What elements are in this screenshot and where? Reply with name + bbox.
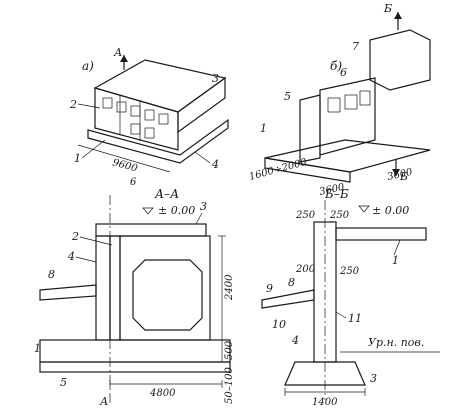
callout-bb-3: 1 (392, 254, 399, 267)
callout-bb-10: 10 (272, 318, 286, 331)
front-wall (94, 87, 179, 151)
dim-3600-a: 3600 (318, 182, 346, 198)
callout-aa-1: 1 (34, 342, 41, 355)
section-mark-b-top: Б (383, 2, 392, 15)
ground-level-label: Ур.н. пов. (368, 336, 424, 349)
foundation-edge (264, 157, 351, 183)
foundation-strip (87, 118, 229, 164)
section-aa-title: А–А (154, 187, 179, 201)
callout-bb-8: 8 (288, 276, 295, 289)
dim-4800: 4800 (149, 388, 176, 399)
insulation-8 (39, 284, 97, 301)
footing-1 (284, 361, 366, 386)
figure-a: А а) 2 3 1 4 9600 6 (69, 46, 229, 188)
wall-openings (102, 97, 169, 139)
callout-bb-9: 9 (266, 282, 273, 295)
figure-b: б) Б 7 6 5 1 1600÷2000 3600 3600 Б (248, 2, 431, 198)
slab-edge (177, 76, 226, 134)
callout-aa-5: 5 (60, 376, 67, 389)
section-b-b: Б–Б 250 250 ± 0.00 1 200 250 8 9 10 11 4… (261, 187, 440, 408)
figure-a-letter: а) (82, 59, 94, 73)
dim-1400: 1400 (312, 397, 338, 408)
base-plate-1 (39, 339, 231, 363)
section-a-a: А–А ± 0.00 А 3 4 2 8 1 5 2400 (34, 187, 235, 408)
dim-6: 6 (130, 177, 137, 188)
dim-250-inner: 250 (339, 266, 360, 277)
callout-a-2: 2 (69, 98, 77, 111)
callout-a-3: 3 (212, 72, 219, 85)
callout-b-6: 6 (340, 66, 347, 79)
callout-aa-4: 4 (67, 250, 75, 263)
callout-a-1: 1 (74, 152, 81, 165)
section-mark-a: А (113, 46, 122, 59)
dim-250-left: 250 (295, 210, 316, 221)
section-bb-title: Б–Б (324, 187, 349, 201)
wall-4 (95, 235, 111, 341)
callout-bb-11: 11 (348, 312, 362, 325)
module-7 (369, 29, 431, 91)
dim-200: 200 (295, 264, 316, 275)
callout-bb-1: 3 (370, 372, 377, 385)
callout-bb-4: 4 (291, 334, 299, 347)
dim-2400: 2400 (224, 274, 235, 301)
section-aa-level: ± 0.00 (158, 204, 195, 217)
callout-b-7: 7 (352, 40, 359, 53)
section-aa-axis-mark: А (99, 395, 108, 408)
dim-250-right: 250 (329, 210, 350, 221)
callout-b-5: 5 (284, 90, 291, 103)
foundation-5 (39, 361, 231, 373)
callout-b-1: 1 (260, 122, 267, 135)
dim-9600: 9600 (111, 157, 139, 174)
insulation-b8 (261, 289, 315, 309)
floor-slab-b3 (335, 227, 427, 241)
callout-aa-8: 8 (48, 268, 55, 281)
module-5 (299, 94, 321, 163)
roof-slab (93, 59, 227, 113)
callout-a-4: 4 (211, 158, 219, 171)
callout-aa-2: 2 (71, 230, 79, 243)
section-mark-b-bottom: Б (399, 170, 408, 183)
panel-2 (109, 235, 121, 341)
dim-500: 500 (224, 340, 235, 360)
figure-b-letter: б) (330, 59, 342, 73)
section-bb-level: ± 0.00 (372, 204, 409, 217)
callout-aa-3: 3 (200, 200, 207, 213)
octagonal-opening (132, 259, 203, 331)
floor-slab-3 (95, 223, 207, 237)
dim-50-100: 50–100 (224, 367, 235, 404)
